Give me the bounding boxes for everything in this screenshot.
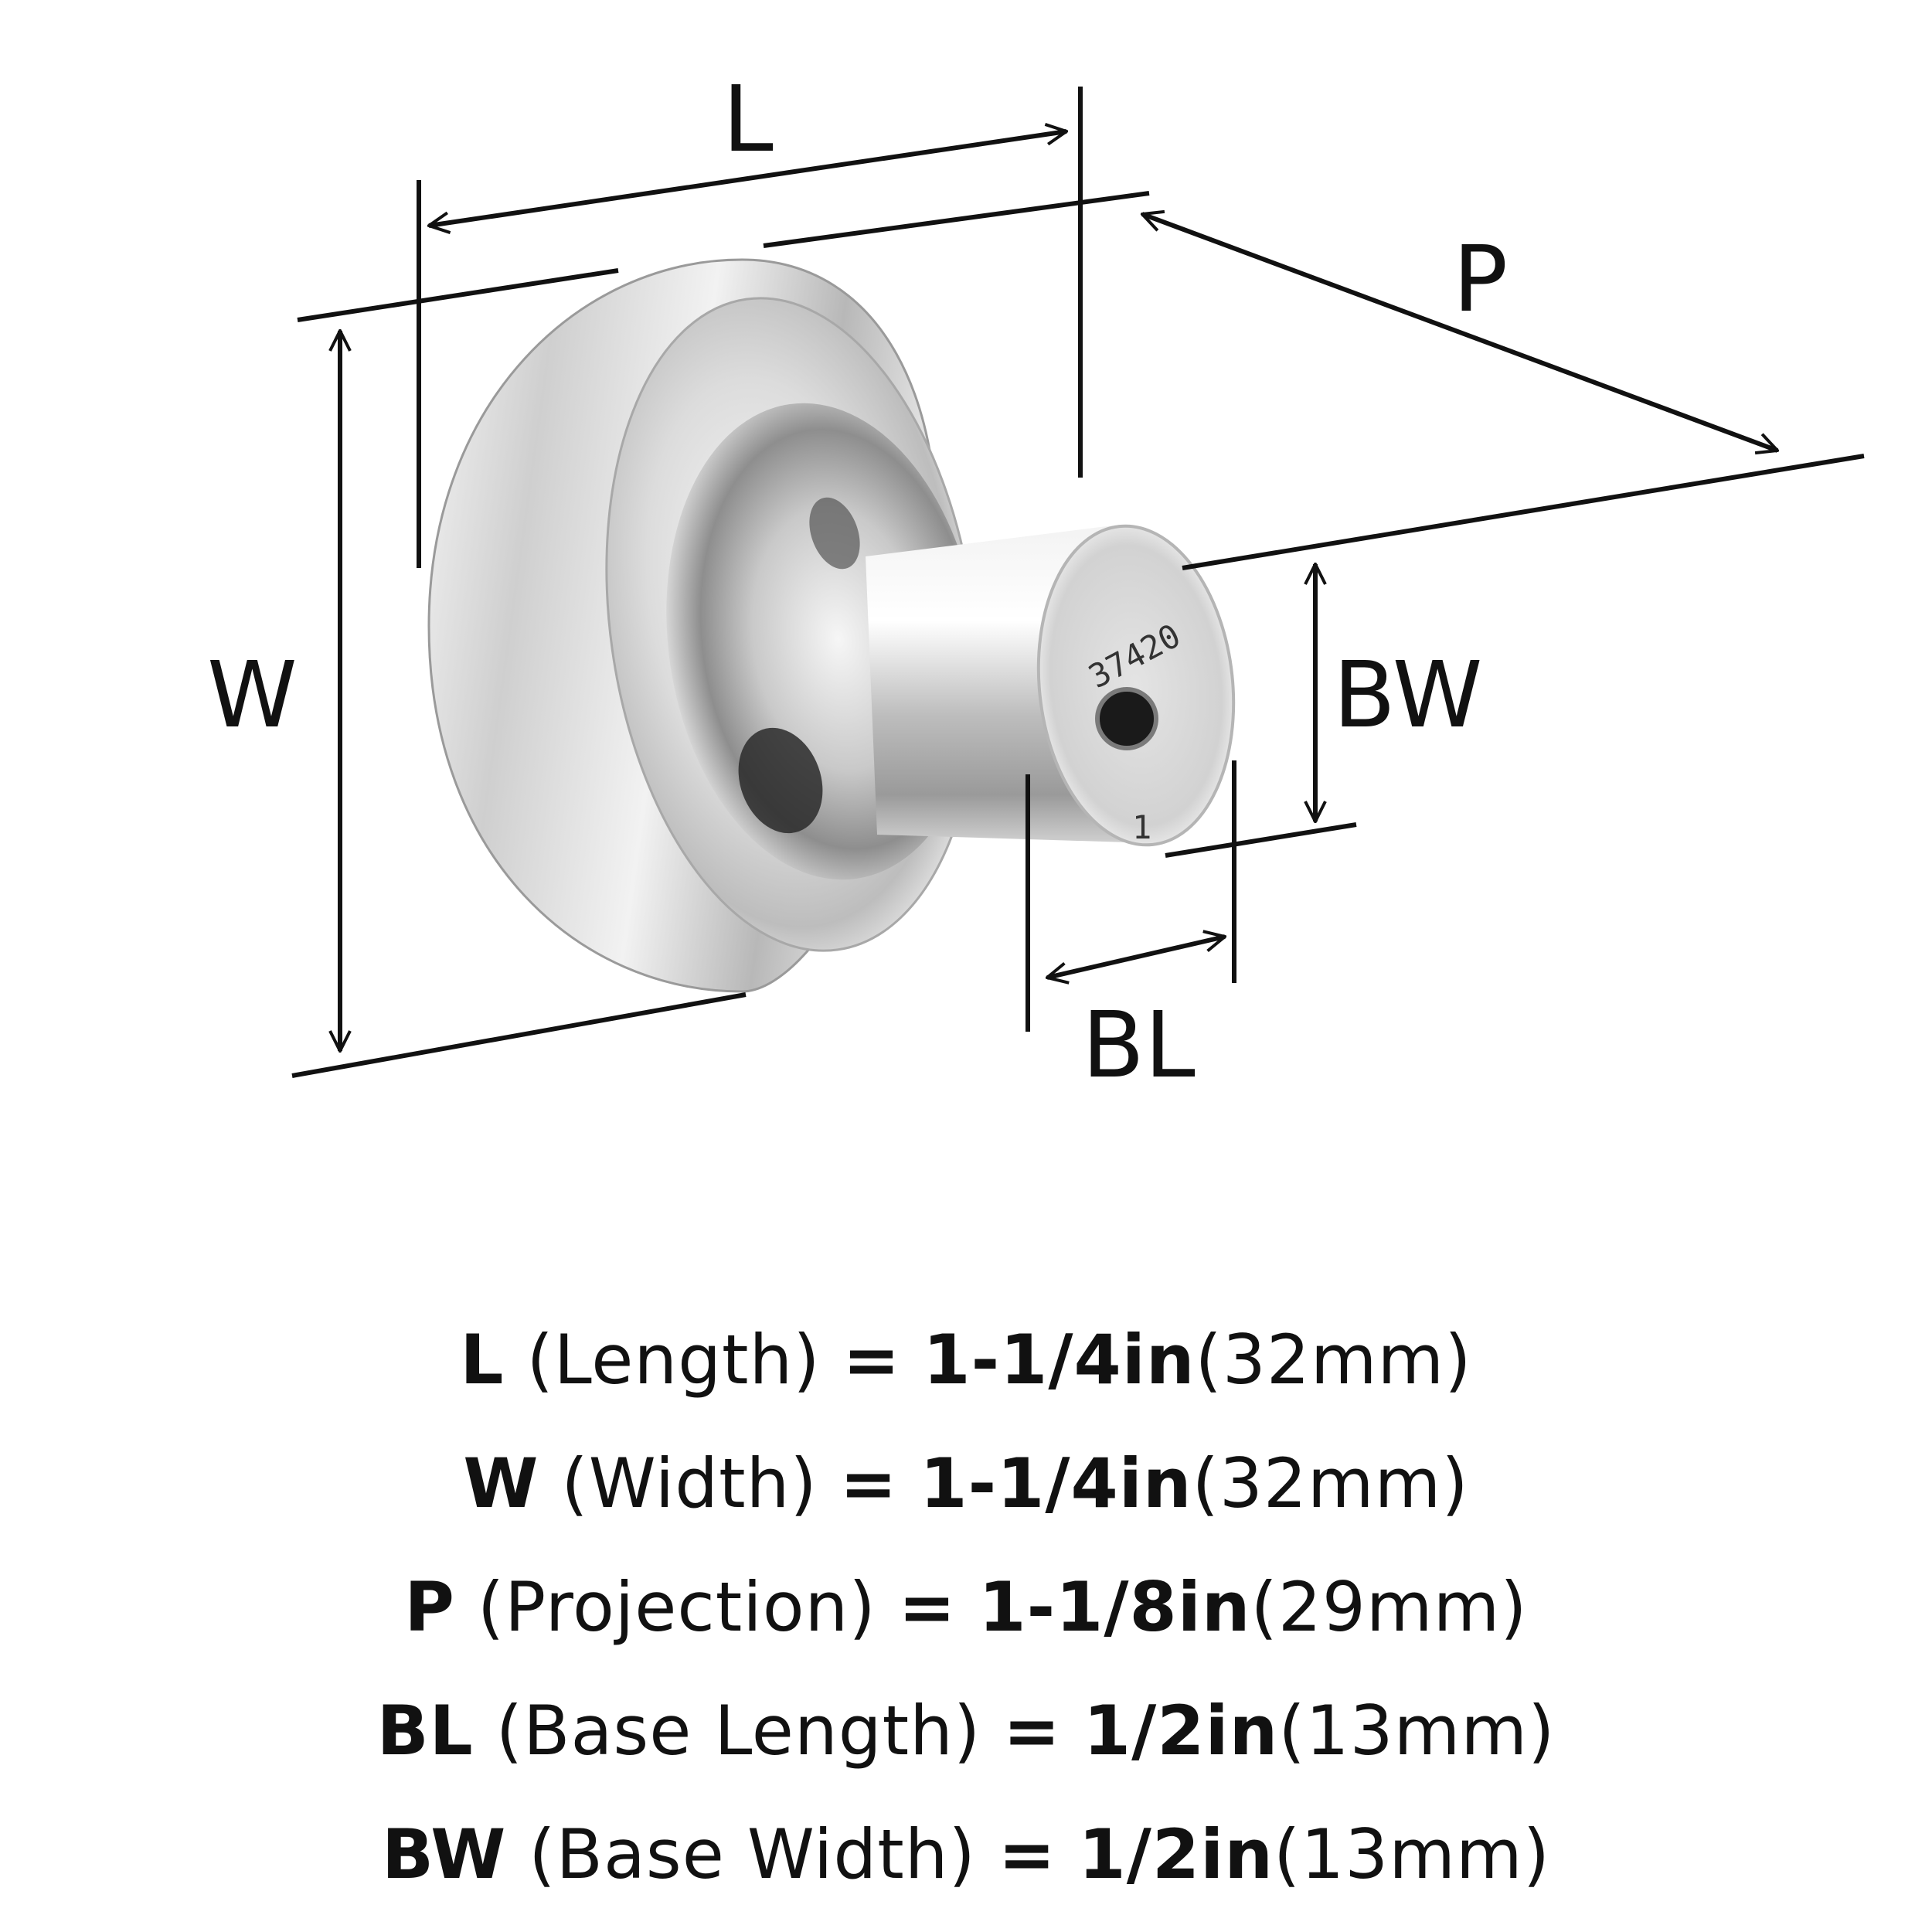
dimension-arrows (340, 131, 1777, 1051)
spec-name: (Projection) (477, 1567, 876, 1647)
knob-dimension-diagram: 37420 1 L W P BW BL (207, 66, 1865, 1098)
spec-base-length: BL (Base Length) = 1/2in(13mm) (0, 1669, 1932, 1793)
spec-equals: = (1003, 1691, 1061, 1770)
spec-width: W (Width) = 1-1/4in(32mm) (0, 1422, 1932, 1546)
spec-name: (Width) (561, 1444, 818, 1523)
label-W: W (207, 641, 298, 748)
stamp-mark: 1 (1132, 808, 1151, 846)
spec-name: (Length) (526, 1320, 821, 1400)
screw-hole (1097, 689, 1156, 748)
spec-code: P (404, 1567, 455, 1647)
stem-end (1036, 524, 1236, 847)
dimension-specs: L (Length) = 1-1/4in(32mm) W (Width) = 1… (0, 1298, 1932, 1917)
spec-equals: = (898, 1567, 957, 1647)
arrow-L (429, 131, 1066, 226)
dish-shadow-small (809, 497, 860, 570)
spec-code: BW (381, 1815, 507, 1894)
spec-metric: (13mm) (1278, 1691, 1556, 1770)
label-P: P (1453, 226, 1508, 332)
arrow-BL (1047, 937, 1225, 978)
spec-metric: (32mm) (1195, 1320, 1472, 1400)
spec-name: (Base Length) (495, 1691, 981, 1770)
spec-length: L (Length) = 1-1/4in(32mm) (0, 1298, 1932, 1422)
spec-name: (Base Width) (529, 1815, 976, 1894)
extension-lines (291, 87, 1865, 1078)
spec-imperial: 1/2in (1083, 1691, 1279, 1770)
spec-equals: = (998, 1815, 1056, 1894)
spec-code: BL (376, 1691, 474, 1770)
spec-metric: (32mm) (1192, 1444, 1469, 1523)
spec-equals: = (842, 1320, 901, 1400)
label-BW: BW (1333, 641, 1482, 748)
label-L: L (723, 66, 774, 172)
spec-metric: (13mm) (1273, 1815, 1551, 1894)
spec-imperial: 1-1/8in (978, 1567, 1251, 1647)
knob-illustration: 37420 1 (427, 258, 1236, 993)
spec-code: L (460, 1320, 505, 1400)
spec-imperial: 1-1/4in (923, 1320, 1196, 1400)
spec-metric: (29mm) (1250, 1567, 1528, 1647)
label-BL: BL (1082, 992, 1196, 1098)
spec-imperial: 1-1/4in (920, 1444, 1192, 1523)
spec-base-width: BW (Base Width) = 1/2in(13mm) (0, 1793, 1932, 1917)
spec-code: W (463, 1444, 539, 1523)
spec-projection: P (Projection) = 1-1/8in(29mm) (0, 1546, 1932, 1669)
dish-shadow (738, 727, 823, 834)
arrow-P (1142, 214, 1777, 451)
spec-equals: = (839, 1444, 898, 1523)
spec-imperial: 1/2in (1078, 1815, 1274, 1894)
